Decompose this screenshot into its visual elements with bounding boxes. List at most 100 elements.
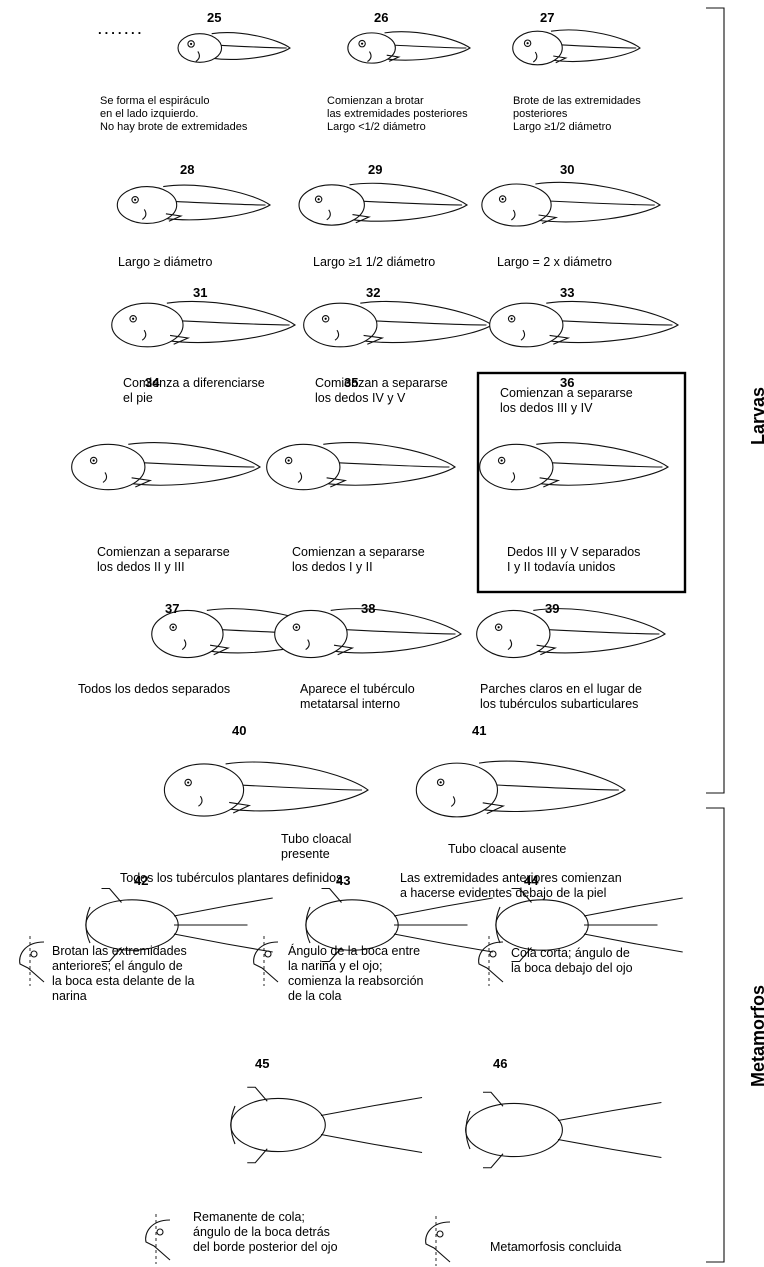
stage-caption-line: Largo <1/2 diámetro [327, 121, 426, 133]
body [480, 444, 553, 489]
head-eye [437, 1231, 443, 1237]
body [513, 31, 563, 65]
pupil [440, 781, 442, 783]
pupil [318, 198, 320, 200]
tail-fin [331, 609, 461, 653]
stage-caption-line: la narina y el ojo; [288, 959, 383, 973]
stage-caption-line: Largo ≥1/2 diámetro [513, 121, 611, 133]
body [299, 185, 364, 225]
body [178, 34, 222, 63]
stage-29: 29Largo ≥1 1/2 diámetro [299, 162, 467, 269]
tail-fin [535, 182, 660, 221]
tail-fin [536, 443, 668, 486]
stage-caption-line: Comienzan a separarse [97, 545, 230, 559]
stage-caption-line: Comienzan a separarse [315, 376, 448, 390]
pupil [134, 199, 136, 201]
body [490, 303, 563, 347]
pupil [361, 43, 363, 45]
stage-26: 26Comienzan a brotarlas extremidades pos… [327, 10, 470, 133]
stage-caption-line: las extremidades posteriores [327, 108, 468, 120]
stage-caption-line: Dedos III y V separados [507, 545, 640, 559]
stage-caption-line: No hay brote de extremidades [100, 121, 248, 133]
body [152, 610, 223, 657]
stage-caption-line: Brotan las extremidades [52, 944, 187, 958]
stage-number: 39 [545, 601, 559, 616]
stage-caption-line: los dedos IV y V [315, 391, 406, 405]
larvae-bracket [706, 8, 724, 793]
callout-line: Tubo cloacal [281, 832, 351, 846]
tail-fin [167, 302, 295, 343]
tail-fin [163, 185, 270, 220]
stage-caption-line: el pie [123, 391, 153, 405]
pupil [172, 626, 174, 628]
stage-caption-line: anteriores; el ángulo de [52, 959, 183, 973]
stage-caption-line: Todos los tubérculos plantares definidos [120, 871, 342, 885]
stage-number: 32 [366, 285, 380, 300]
body-dorsal [466, 1103, 563, 1156]
stage-caption-line: Largo = 2 x diámetro [497, 255, 612, 269]
stage-caption-line: los tubérculos subarticulares [480, 697, 638, 711]
stage-caption-line: Largo ≥1 1/2 diámetro [313, 255, 435, 269]
stage-number: 37 [165, 601, 179, 616]
pupil [93, 459, 95, 461]
stage-42: 42Brotan las extremidadesanteriores; el … [20, 873, 273, 1003]
stage-number: 28 [180, 162, 194, 177]
stage-number: 30 [560, 162, 574, 177]
hind-limbs [321, 1098, 422, 1153]
stage-caption-line: en el lado izquierdo. [100, 108, 198, 120]
tail-fin [350, 183, 467, 221]
head-eye [157, 1229, 163, 1235]
stage-caption-line: Las extremidades anteriores comienzan [400, 871, 622, 885]
pupil [511, 318, 513, 320]
head-eye [31, 951, 37, 957]
pupil [527, 42, 529, 44]
stage-caption-line: los dedos II y III [97, 560, 185, 574]
larvae-label: Larvas [748, 387, 764, 445]
body [304, 303, 377, 347]
tail-fin [479, 761, 625, 811]
stage-number: 46 [493, 1056, 507, 1071]
head-eye [265, 951, 271, 957]
stage-number: 43 [336, 873, 350, 888]
pupil [132, 318, 134, 320]
tail-fin [323, 443, 455, 486]
stage-caption-line: Ángulo de la boca entre [288, 943, 420, 958]
stage-caption-line: comienza la reabsorción [288, 974, 424, 988]
body [112, 303, 183, 347]
stage-number: 42 [134, 873, 148, 888]
stage-caption-line: a hacerse evidentes debajo de la piel [400, 886, 606, 900]
body [164, 764, 243, 816]
callout-line: presente [281, 847, 330, 861]
metamorphs-bracket [706, 808, 724, 1262]
stage-number: 38 [361, 601, 375, 616]
stage-caption-line: ángulo de la boca detrás [193, 1225, 330, 1239]
pupil [498, 626, 500, 628]
stage-number: 31 [193, 285, 207, 300]
stage-number: 41 [472, 723, 486, 738]
pupil [187, 781, 189, 783]
tail-fin [551, 30, 640, 61]
tail-fin [360, 302, 492, 343]
stage-number: 45 [255, 1056, 269, 1071]
stage-number: 29 [368, 162, 382, 177]
stage-caption-line: posteriores [513, 108, 568, 120]
stage-caption-line: Parches claros en el lugar de [480, 682, 642, 696]
pupil [295, 626, 297, 628]
pupil [325, 318, 327, 320]
stage-45: 45Remanente de cola;ángulo de la boca de… [146, 1056, 422, 1264]
body [477, 610, 550, 657]
continuation-dots: ....... [98, 22, 144, 37]
head-profile [20, 942, 44, 982]
stage-caption-line: del borde posterior del ojo [193, 1240, 338, 1254]
hind-limbs [558, 1103, 661, 1158]
stage-number: 40 [232, 723, 246, 738]
stage-caption-line: narina [52, 989, 87, 1003]
